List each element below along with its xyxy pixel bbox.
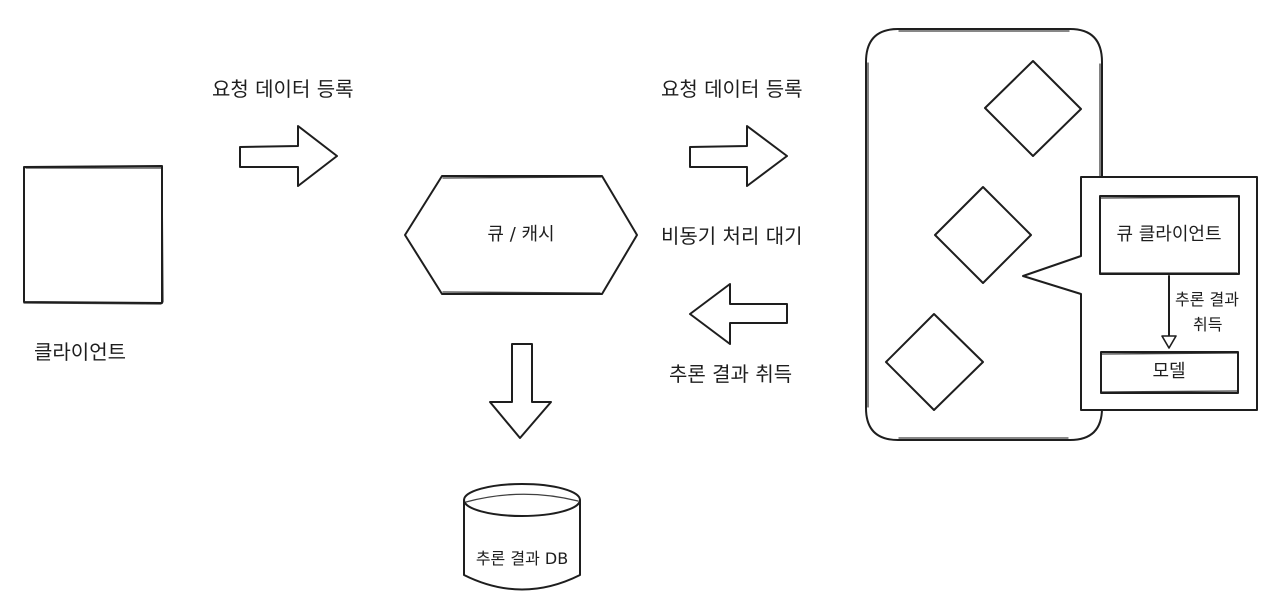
- arrow-inner-fetch: [1161, 275, 1177, 349]
- queue-client-label: 큐 클라이언트: [1116, 224, 1222, 245]
- arrow-to-db: [489, 343, 552, 439]
- client-label: 클라이언트: [34, 340, 126, 364]
- queue-cache-label: 큐 / 캐시: [487, 224, 555, 245]
- inner-fetch-label-line1: 추론 결과: [1175, 290, 1239, 309]
- queue-cache-hexagon: [404, 175, 638, 295]
- fetch-result-label: 추론 결과 취득: [669, 362, 793, 386]
- arrow-register-2: [689, 125, 788, 187]
- worker-diamond-1: [984, 60, 1082, 157]
- client-box: [23, 165, 164, 305]
- register-label-2: 요청 데이터 등록: [661, 77, 803, 101]
- async-wait-label: 비동기 처리 대기: [661, 224, 803, 248]
- model-label: 모델: [1152, 361, 1186, 382]
- result-db-label: 추론 결과 DB: [475, 549, 569, 568]
- inner-fetch-label-line2: 취득: [1193, 315, 1223, 334]
- queue-client-box: [1099, 195, 1240, 275]
- result-db-cylinder: [463, 483, 581, 591]
- worker-diamond-3: [885, 313, 984, 411]
- register-label-1: 요청 데이터 등록: [212, 77, 354, 101]
- arrow-fetch-result: [689, 283, 788, 345]
- arrow-register-1: [239, 125, 338, 187]
- worker-diamond-2: [934, 186, 1032, 284]
- model-box: [1100, 351, 1239, 394]
